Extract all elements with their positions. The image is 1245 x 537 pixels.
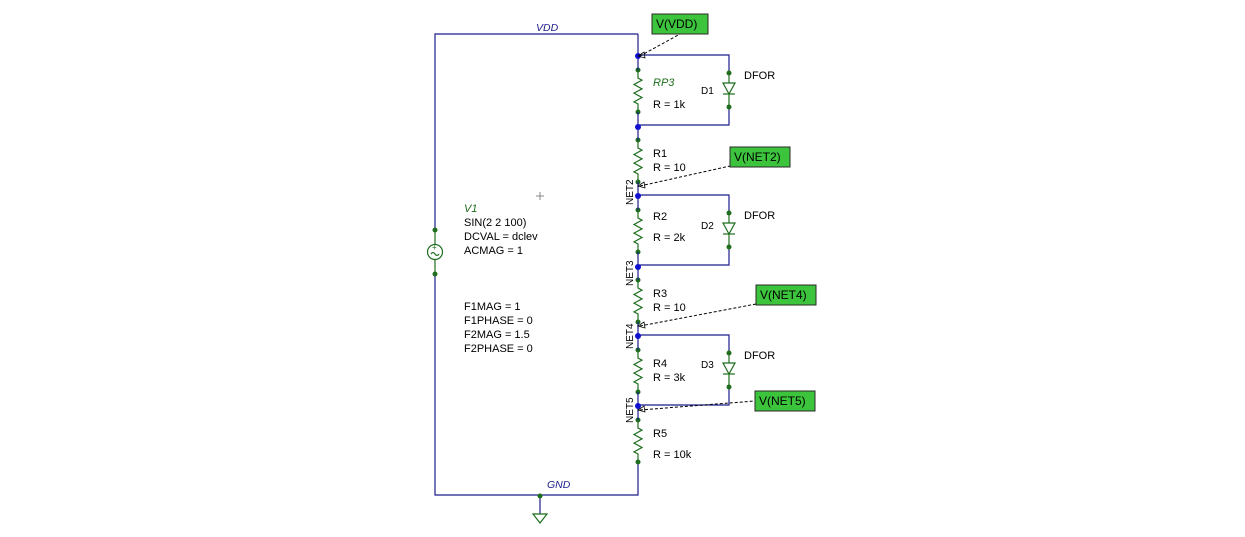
diode-d3[interactable] (638, 334, 737, 406)
resistor-r4[interactable] (632, 347, 644, 395)
resistor-name-r4: R4 (653, 358, 667, 370)
resistor-r3-body (632, 280, 644, 322)
net-label-gnd: GND (547, 479, 571, 491)
probe-net5[interactable]: V(NET5) (637, 390, 816, 413)
probe-label-vdd: V(VDD) (656, 17, 697, 31)
source-param-5: F1PHASE = 0 (464, 315, 533, 327)
diode-d2-wire-bottom (638, 247, 730, 266)
node-net2 (635, 193, 641, 199)
plus-sign: + (432, 243, 437, 252)
diode-d1-wire-bottom (638, 107, 730, 126)
resistor-name-r2: R2 (653, 211, 667, 223)
source-param-4: F1MAG = 1 (464, 301, 521, 313)
net-label-net4: NET4 (625, 323, 636, 349)
resistor-name-r5: R5 (653, 428, 667, 440)
diode-d2-pin-a (726, 210, 732, 216)
crosshair-marker (536, 192, 544, 200)
diode-d1-triangle (721, 82, 737, 96)
ground-symbol[interactable] (531, 493, 549, 524)
voltage-source-v1[interactable]: + (426, 227, 444, 277)
resistor-name-r1: R1 (653, 148, 667, 160)
diode-d2-triangle (721, 222, 737, 236)
node-net4 (635, 333, 641, 339)
node-net3 (635, 264, 641, 270)
diode-d3-pin-k (726, 384, 732, 390)
diode-d1[interactable] (638, 54, 737, 126)
resistor-rp3-body (632, 70, 644, 112)
diode-model-d1: DFOR (744, 70, 775, 82)
resistor-value-r2: R = 2k (653, 232, 686, 244)
net-label-net2: NET2 (625, 179, 636, 205)
net-label-net5: NET5 (625, 397, 636, 423)
diode-d3-wire-top (638, 334, 730, 353)
probe-net4[interactable]: V(NET4) (637, 284, 817, 329)
resistor-r5-body (632, 420, 644, 462)
diode-model-d3: DFOR (744, 350, 775, 362)
net-label-vdd: VDD (536, 22, 559, 34)
diode-d1-wire-top (638, 54, 730, 73)
resistor-name-r3: R3 (653, 288, 667, 300)
resistor-value-r5: R = 10k (653, 449, 692, 461)
diode-d3-pin-a (726, 350, 732, 356)
diode-model-d2: DFOR (744, 210, 775, 222)
resistor-name-rp3: RP3 (653, 77, 675, 89)
resistor-r1[interactable] (632, 137, 644, 185)
resistor-value-r4: R = 3k (653, 372, 686, 384)
diode-d3-triangle (721, 362, 737, 376)
resistor-r4-body (632, 350, 644, 392)
resistor-r5-pin (635, 459, 641, 465)
resistor-value-r1: R = 10 (653, 162, 686, 174)
probe-label-net2: V(NET2) (734, 150, 781, 164)
source-param-3: ACMAG = 1 (464, 245, 523, 257)
diode-name-d2: D2 (701, 221, 714, 232)
source-param-7: F2PHASE = 0 (464, 343, 533, 355)
resistor-r1-body (632, 140, 644, 182)
diode-d2-pin-k (726, 244, 732, 250)
probe-label-net5: V(NET5) (759, 394, 806, 408)
resistor-rp3[interactable] (632, 67, 644, 115)
resistor-value-r3: R = 10 (653, 302, 686, 314)
source-param-1: SIN(2 2 100) (464, 217, 526, 229)
resistor-r2[interactable] (632, 207, 644, 255)
diode-name-d3: D3 (701, 360, 714, 371)
diode-d3-wire-bottom (638, 387, 730, 406)
net-label-net3: NET3 (625, 260, 636, 286)
diode-d1-pin-a (726, 70, 732, 76)
resistor-ladder (632, 53, 737, 465)
main-wires (434, 33, 639, 514)
diode-d2[interactable] (638, 194, 737, 266)
probe-vdd[interactable]: V(VDD) (637, 13, 709, 59)
resistor-r5[interactable] (632, 417, 644, 465)
probe-net2[interactable]: V(NET2) (637, 146, 791, 189)
node-net5 (635, 403, 641, 409)
node-rp3-bottom (635, 124, 641, 130)
source-param-6: F2MAG = 1.5 (464, 329, 530, 341)
resistor-r2-body (632, 210, 644, 252)
resistor-value-rp3: R = 1k (653, 99, 686, 111)
diode-d2-wire-top (638, 194, 730, 213)
source-param-2: DCVAL = dclev (464, 231, 538, 243)
diode-d1-pin-k (726, 104, 732, 110)
source-name: V1 (464, 203, 477, 215)
diode-name-d1: D1 (701, 86, 714, 97)
probe-label-net4: V(NET4) (760, 288, 807, 302)
